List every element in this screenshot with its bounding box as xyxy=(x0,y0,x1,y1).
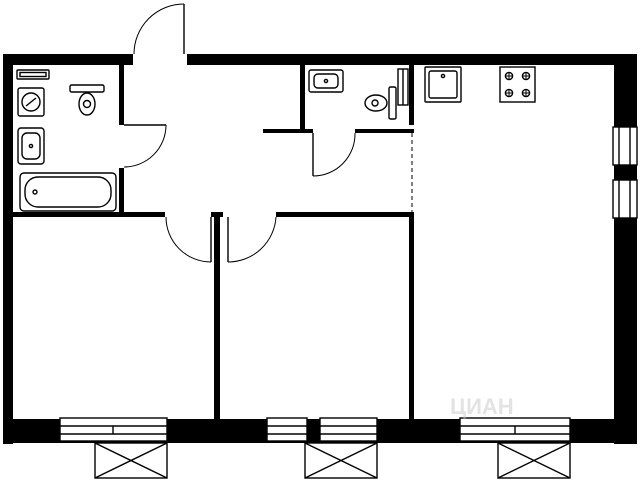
doors xyxy=(123,3,356,263)
window-icon xyxy=(612,179,638,219)
door-swing-icon xyxy=(312,132,356,177)
right-windows xyxy=(612,126,638,219)
stove-icon xyxy=(499,66,536,103)
towel-rail-icon xyxy=(16,69,50,80)
wall-top-right xyxy=(187,54,637,65)
riser-icon xyxy=(397,68,409,106)
wall-bath-right-lower xyxy=(119,168,124,216)
watermark-brand: ЦИАН xyxy=(450,394,514,419)
toilet-icon xyxy=(364,86,397,120)
door-swing-icon xyxy=(133,3,185,55)
washbasin-icon xyxy=(17,127,45,165)
kitchen-fixtures xyxy=(424,66,536,103)
kitchen-sink-icon xyxy=(424,66,462,103)
wall-wc-left xyxy=(300,65,305,131)
outer-walls xyxy=(3,54,637,444)
door-swing-icon xyxy=(123,124,167,168)
toilet-room-fixtures xyxy=(308,68,409,120)
balcony-icon xyxy=(304,442,378,479)
washbasin-icon xyxy=(308,69,344,93)
wall-left xyxy=(3,54,13,444)
wall-bath-bottom xyxy=(13,212,165,217)
balconies xyxy=(94,442,571,479)
bathroom-fixtures xyxy=(16,69,117,212)
bedroom-middle-door xyxy=(227,216,277,263)
bathroom-door xyxy=(123,124,167,168)
window-icon xyxy=(459,417,571,442)
wall-wc-bottom-right xyxy=(355,129,414,133)
window-icon xyxy=(319,417,378,442)
wall-bedroom2-top xyxy=(276,212,414,217)
wall-bedroom-divider xyxy=(214,212,220,420)
toilet-icon xyxy=(69,84,105,116)
wall-bath-right-upper xyxy=(119,65,124,125)
wall-top-left xyxy=(3,54,133,65)
bathtub-icon xyxy=(19,172,117,212)
window-icon xyxy=(266,417,308,442)
interior-walls xyxy=(13,65,414,420)
window-icon xyxy=(59,417,168,442)
toilet-door xyxy=(312,132,356,177)
door-swing-icon xyxy=(165,216,212,263)
door-swing-icon xyxy=(227,216,277,263)
window-icon xyxy=(612,126,638,166)
wall-wc-bottom-left xyxy=(263,129,313,133)
wall-kitchen-upper xyxy=(409,65,414,125)
bedroom-left-door xyxy=(165,216,212,263)
balcony-icon xyxy=(497,442,571,479)
balcony-icon xyxy=(94,442,168,479)
entrance-door xyxy=(133,3,185,55)
washing-machine-icon xyxy=(17,87,45,117)
bottom-windows xyxy=(59,417,571,442)
wall-kitchen-lower xyxy=(409,212,414,420)
wall-right xyxy=(614,54,637,444)
